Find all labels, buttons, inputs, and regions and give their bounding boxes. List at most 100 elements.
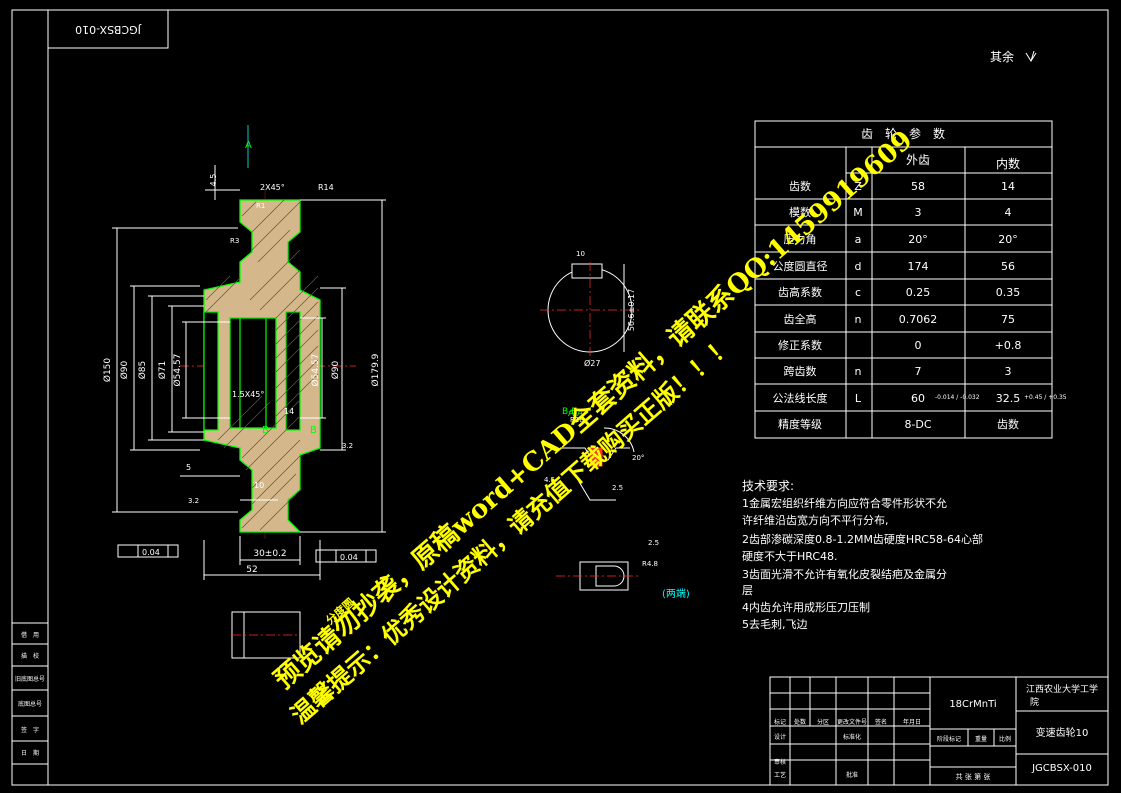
tol-frame-1: 0.04 <box>142 548 160 557</box>
side-label-trace: 描 校 <box>21 652 39 660</box>
side-table: 借 用 描 校 旧底图总号 底图总号 签 字 日 期 <box>11 622 49 786</box>
dim-d1799: Ø179.9 <box>370 353 381 386</box>
tb-approve: 批准 <box>846 771 858 779</box>
bb-dim-a20: 20° <box>632 454 644 462</box>
dim-w10: 10 <box>254 481 264 490</box>
section-label-b1: B <box>262 425 269 436</box>
dim-w5: 5 <box>186 463 191 472</box>
dim-r1: R1 <box>256 202 265 210</box>
keyway-section-aa: 10 56.6±0.17 Ø27 A-A <box>540 250 640 419</box>
param-name: 修正系数 <box>778 338 822 352</box>
end-detail: 2.5 R4.8 (两端) <box>556 539 690 600</box>
param-symbol: Z <box>854 180 862 193</box>
section-label-b2: B <box>310 425 317 436</box>
tb-school-1: 江西农业大学工学 <box>1026 683 1098 695</box>
surface-note: 其余 <box>990 49 1014 64</box>
tech-line: 层 <box>742 584 753 597</box>
param-symbol: L <box>855 392 862 405</box>
param-name: 齿全高 <box>784 312 817 326</box>
col-int-header: 内数 <box>996 156 1020 171</box>
param-name: 模数 <box>789 206 811 219</box>
param-symbol: c <box>855 286 861 299</box>
bb-dim-r18: R18 <box>570 416 584 424</box>
param-symbol: n <box>855 313 862 326</box>
tech-title: 技术要求: <box>742 479 794 493</box>
tol-frame-2: 0.04 <box>340 553 358 562</box>
param-int-value: 14 <box>1001 180 1015 193</box>
dim-d5457a: Ø54.57 <box>172 354 183 387</box>
dim-d90b: Ø90 <box>330 360 341 379</box>
param-name: 齿高系数 <box>778 285 822 299</box>
param-name: 跨齿数 <box>784 365 817 378</box>
tech-line: 许纤维沿齿宽方向不平行分布, <box>742 513 889 527</box>
side-label-base-no: 底图总号 <box>18 700 42 708</box>
ra-mark-right: 3.2 <box>342 442 353 450</box>
tb-sheet: 共 张 第 张 <box>956 772 991 781</box>
param-int-value: 齿数 <box>997 418 1019 431</box>
param-int-value: 4 <box>1005 206 1012 219</box>
param-name: 公法线长度 <box>773 391 828 405</box>
table-title: 齿 轮 参 数 <box>861 126 945 141</box>
side-label-old-no: 旧底图总号 <box>15 675 45 683</box>
dim-w52: 52 <box>246 565 257 575</box>
side-label-sign: 签 字 <box>21 726 39 734</box>
col-ext-header: 外齿 <box>906 153 930 167</box>
dim-d90a: Ø90 <box>119 360 130 379</box>
param-name: 齿数 <box>789 180 811 193</box>
bb-dim-h25: 2.5 <box>612 484 623 492</box>
bore-cutout <box>229 317 277 429</box>
param-name: 公度圆直径 <box>773 259 828 273</box>
tooth-detail-bb: R18 20° 2.5 4.5 B-B <box>544 407 644 501</box>
tb-h5: 年月日 <box>903 718 921 726</box>
param-ext-value: 58 <box>911 180 925 193</box>
param-ext-tolerance: -0.014 / -0.032 <box>935 394 980 401</box>
param-ext-value: 0.7062 <box>899 313 938 326</box>
param-int-value: 56 <box>1001 260 1015 273</box>
param-int-value: 32.5 <box>996 392 1021 405</box>
tech-line: 4内齿允许用成形压刀压制 <box>742 600 870 614</box>
param-ext-value: 0.25 <box>906 286 931 299</box>
tb-h0: 标记 <box>774 718 786 726</box>
tech-line: 硬度不大于HRC48. <box>742 549 838 563</box>
side-label-borrow: 借 用 <box>21 631 39 639</box>
param-name: 精度等级 <box>778 417 822 431</box>
drawing-no-box <box>47 9 169 49</box>
inner-frame <box>47 9 1109 786</box>
tb-scale: 比例 <box>999 735 1011 743</box>
drawing-no-mirrored: JGCBSX-010 <box>75 23 142 36</box>
dim-w30: 30±0.2 <box>253 549 286 559</box>
param-ext-value: 60 <box>911 392 925 405</box>
dim-d150: Ø150 <box>102 358 113 383</box>
tech-line: 5去毛刺,飞边 <box>742 618 808 631</box>
section-label-a: A <box>245 140 252 151</box>
param-int-value: 3 <box>1005 365 1012 378</box>
tb-part-name: 变速齿轮10 <box>1036 726 1089 739</box>
tech-line: 2齿部渗碳深度0.8-1.2MM齿硬度HRC58-64心部 <box>742 532 983 546</box>
dim-r3: R3 <box>230 237 239 245</box>
tb-h4: 签名 <box>875 718 887 726</box>
param-symbol: a <box>855 233 862 246</box>
tb-stage: 阶段标记 <box>937 735 961 743</box>
tech-line: 3齿面光滑不允许有氧化皮裂结疤及金属分 <box>742 567 947 581</box>
kw-dim-d: Ø27 <box>584 358 600 368</box>
side-label-date: 日 期 <box>21 749 39 757</box>
dim-w14: 14 <box>284 407 294 416</box>
param-name: 压力角 <box>784 233 817 246</box>
param-ext-value: 3 <box>915 206 922 219</box>
param-ext-value: 0 <box>915 339 922 352</box>
gear-section-view: Ø150 Ø90 Ø85 Ø71 Ø54.57 Ø54.57 Ø90 Ø179.… <box>102 125 386 580</box>
param-symbol: d <box>855 260 862 273</box>
bb-dim-h45: 4.5 <box>544 476 555 484</box>
tb-review: 审核 <box>774 758 786 766</box>
dim-r14: R14 <box>318 183 334 192</box>
tb-h3: 更改文件号 <box>837 718 867 726</box>
dim-c2x45: 2X45° <box>260 183 285 192</box>
tb-school-2: 院 <box>1030 696 1039 708</box>
param-symbol: M <box>853 206 863 219</box>
roughness-icon <box>1025 50 1037 62</box>
partial-view <box>231 611 301 659</box>
dim-d85: Ø85 <box>137 361 148 380</box>
param-int-value: +0.8 <box>995 339 1022 352</box>
